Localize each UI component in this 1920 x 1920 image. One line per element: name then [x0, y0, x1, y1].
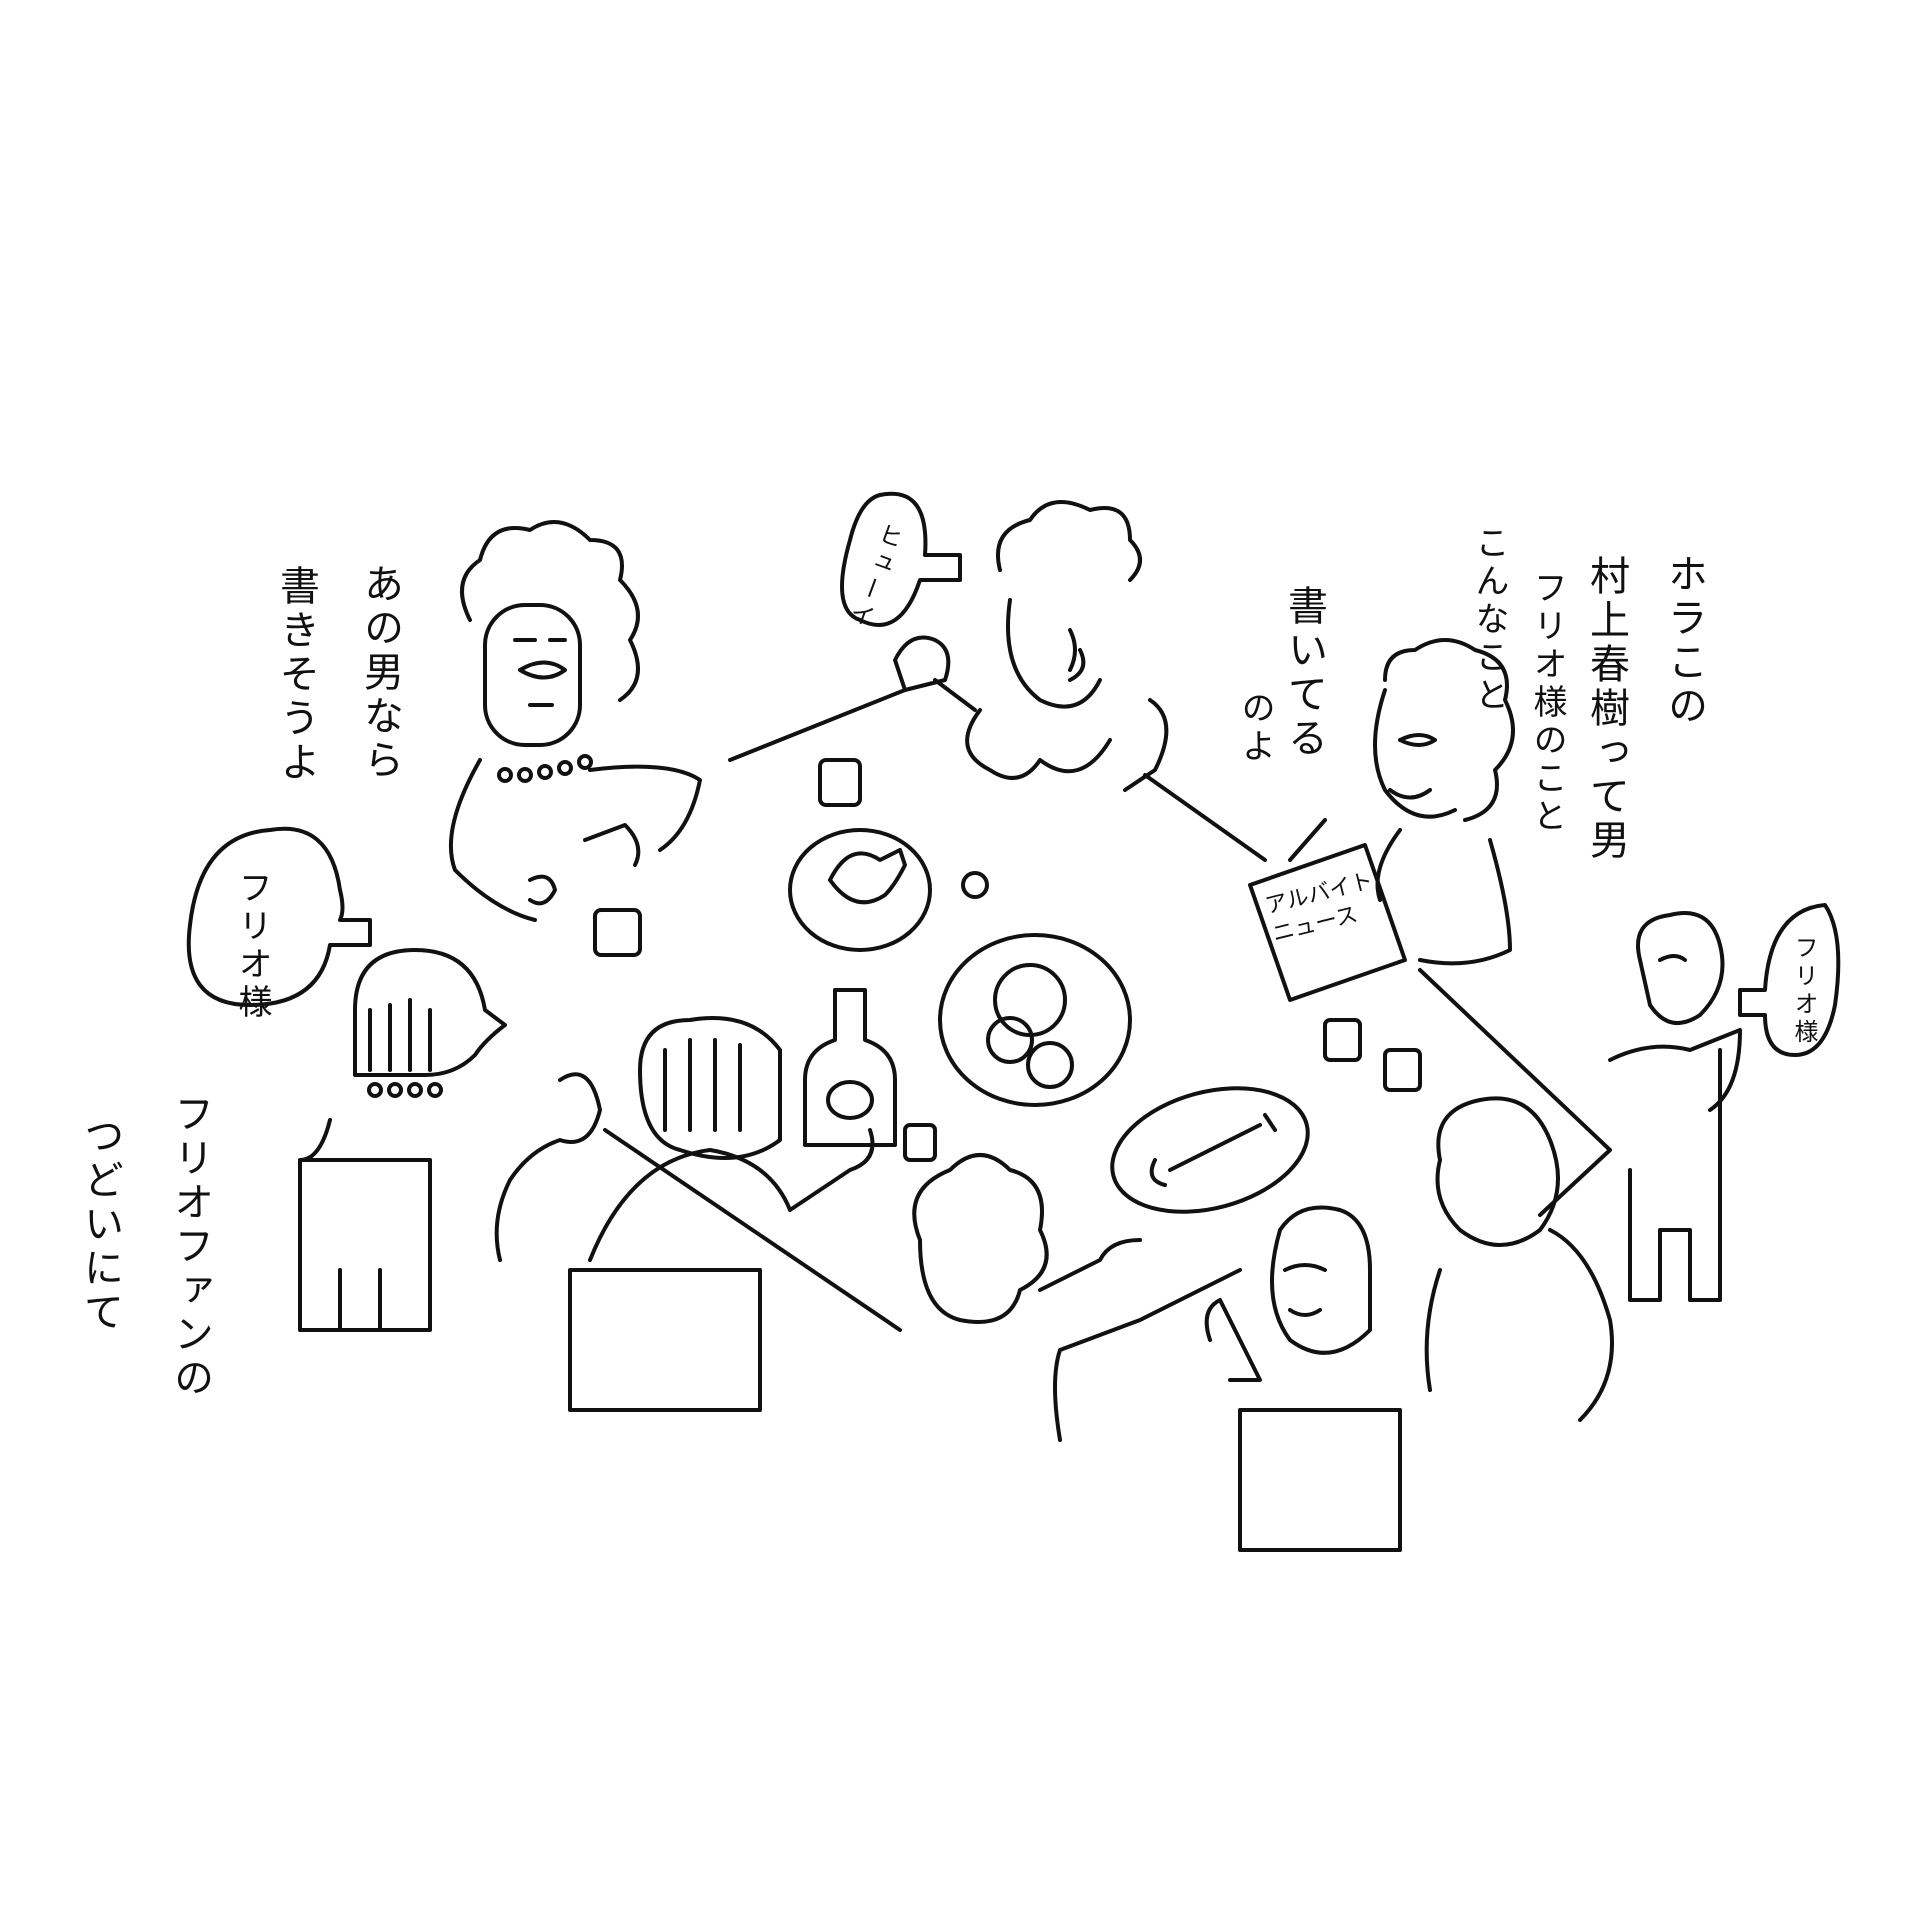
- woman-back-center: [912, 1153, 1242, 1442]
- woman-reading: [1248, 638, 1515, 1002]
- speech-text-line: ホラこの: [1661, 553, 1707, 729]
- table-edge: [603, 688, 1612, 1332]
- woman-back-right: [1424, 1096, 1614, 1422]
- speech-text-line: のよ: [1235, 690, 1275, 766]
- caption-line: フリオファンの: [167, 1093, 213, 1401]
- speech-text-line: こんなこと: [1469, 525, 1509, 715]
- speech-text-line: あの男なら: [357, 563, 403, 783]
- man-bottom-center: [1204, 1205, 1402, 1552]
- caption-line: つどいにて: [77, 1115, 123, 1335]
- speech-text-line: 書きそうよ: [273, 565, 319, 785]
- speech-bubble-right: [1738, 903, 1841, 1057]
- speech-bubble-top: [840, 491, 962, 627]
- speech-text-line: フリオ様のこと: [1527, 570, 1567, 836]
- speech-text-line: 村上春樹って男: [1583, 555, 1629, 863]
- bubble-right-text: フリオ様: [1790, 935, 1818, 1047]
- speech-text-line: 書いてる: [1281, 585, 1327, 761]
- tableware: [593, 758, 1422, 1214]
- bubble-left-text: フリオ様: [232, 870, 272, 1022]
- woman-bob-left: [298, 948, 602, 1332]
- speech-bubble-left: [186, 826, 372, 1007]
- woman-curly-left: [448, 520, 702, 922]
- woman-back-center-left: [568, 1016, 875, 1412]
- man-top: [893, 500, 1169, 792]
- man-right-chair: [1608, 911, 1742, 1302]
